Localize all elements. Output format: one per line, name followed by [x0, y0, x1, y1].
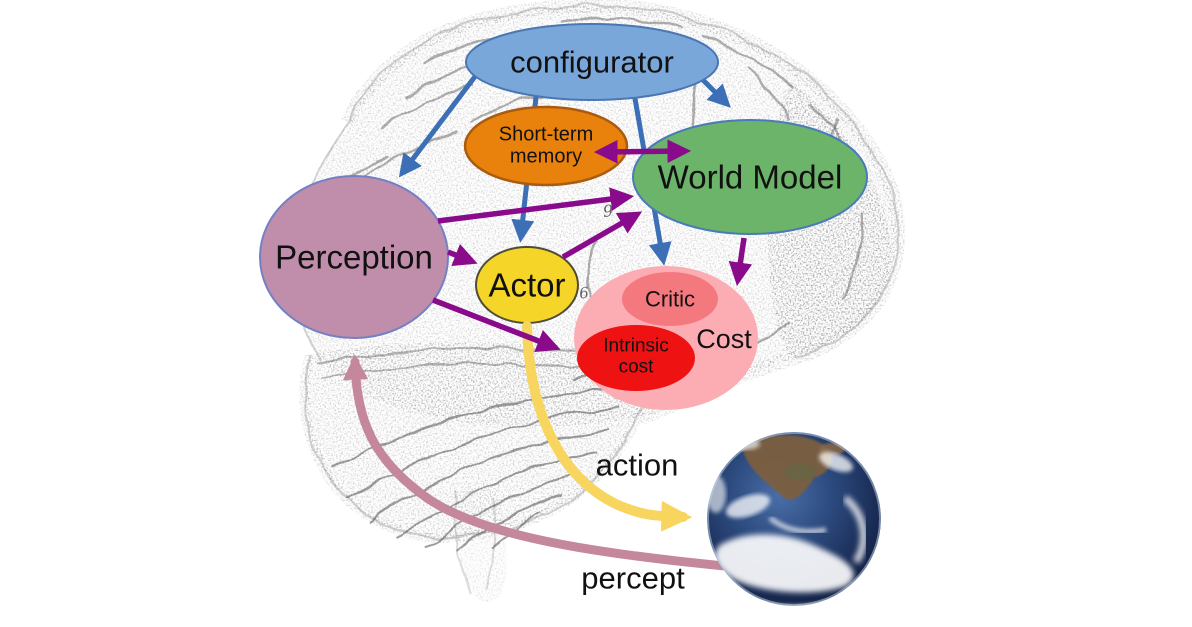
label-configurator: configurator [510, 44, 674, 80]
node-perception [259, 175, 449, 339]
node-configurator [465, 23, 719, 101]
label-actor: Actor [488, 266, 566, 304]
purple-arrows [432, 139, 753, 353]
arrow-perception-to-cost [432, 297, 561, 353]
label-action: action [595, 447, 679, 483]
arrow-perception-to-world-model [437, 187, 635, 224]
label-intrinsic-cost: Intrinsic cost [603, 335, 669, 378]
arrow-world-model-to-critic [728, 237, 753, 287]
module-arrows [343, 139, 800, 578]
arrow-percept-to-perception [343, 354, 800, 578]
label-world-model: World Model [657, 158, 843, 196]
sketch-glyph-nine: 9 [601, 201, 615, 221]
label-critic: Critic [644, 286, 696, 312]
label-percept: percept [581, 560, 685, 596]
node-world-model [632, 119, 868, 235]
arrow-perception-to-actor [446, 243, 478, 266]
arrow-action-to-earth [522, 321, 693, 532]
arrow-actor-to-world-model [561, 211, 643, 260]
node-intrinsic-cost [577, 325, 695, 391]
label-short-term-memory: Short-term memory [498, 123, 594, 168]
sketch-glyph-six: 6 [578, 283, 590, 303]
label-cost: Cost [696, 323, 752, 354]
earth-image [707, 432, 881, 606]
label-perception: Perception [275, 238, 433, 276]
arrow-memory-worldmodel-bidirectional [593, 139, 692, 164]
node-critic [622, 272, 718, 326]
module-nodes [259, 23, 868, 410]
